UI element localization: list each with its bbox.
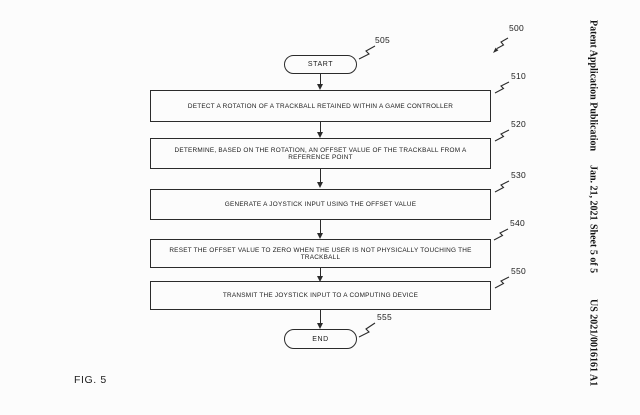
header-doc-number: US 2021/0016161 A1 — [587, 298, 599, 387]
ref-label-555: 555 — [377, 312, 393, 322]
process-step-540: RESET THE OFFSET VALUE TO ZERO WHEN THE … — [150, 239, 491, 268]
figure-label: FIG. 5 — [74, 374, 107, 386]
ref-connector-510-icon — [494, 81, 510, 94]
ref-connector-550-icon — [494, 276, 510, 289]
ref-arrow-500-icon — [493, 37, 509, 53]
step-text: GENERATE A JOYSTICK INPUT USING THE OFFS… — [224, 201, 417, 208]
flow-arrow-line — [320, 310, 321, 323]
header-date: Jan. 21, 2021 — [587, 165, 599, 221]
flow-arrowhead-icon — [317, 182, 323, 188]
process-step-520: DETERMINE, BASED ON THE ROTATION, AN OFF… — [150, 138, 491, 169]
ref-label-510: 510 — [511, 71, 527, 81]
start-node: START — [284, 55, 357, 74]
start-label: START — [307, 61, 334, 68]
publication-header: Patent Application Publication Jan. 21, … — [584, 20, 602, 408]
header-sheet: Sheet 5 of 5 — [587, 223, 599, 273]
ref-connector-530-icon — [494, 180, 510, 193]
ref-connector-520-icon — [494, 129, 510, 142]
process-step-510: DETECT A ROTATION OF A TRACKBALL RETAINE… — [150, 90, 491, 122]
flow-arrow-line — [320, 122, 321, 132]
flow-arrowhead-icon — [317, 323, 323, 329]
flow-arrowhead-icon — [317, 84, 323, 90]
step-text: RESET THE OFFSET VALUE TO ZERO WHEN THE … — [169, 246, 472, 261]
process-step-550: TRANSMIT THE JOYSTICK INPUT TO A COMPUTI… — [150, 281, 491, 310]
flow-arrow-line — [320, 169, 321, 182]
ref-connector-555-icon — [358, 322, 376, 338]
flow-arrowhead-icon — [317, 233, 323, 239]
header-publication: Patent Application Publication — [587, 20, 599, 152]
ref-connector-505-icon — [358, 45, 376, 60]
flow-arrow-line — [320, 74, 321, 84]
ref-label-530: 530 — [511, 170, 527, 180]
end-label: END — [312, 335, 329, 343]
ref-label-550: 550 — [511, 266, 527, 276]
end-node: END — [284, 329, 357, 349]
flow-arrow-line — [320, 220, 321, 233]
flow-arrow-line — [320, 268, 321, 276]
ref-connector-540-icon — [493, 228, 509, 241]
process-step-530: GENERATE A JOYSTICK INPUT USING THE OFFS… — [150, 189, 491, 220]
flow-arrowhead-icon — [317, 276, 323, 282]
ref-label-500: 500 — [509, 23, 525, 33]
step-text: DETERMINE, BASED ON THE ROTATION, AN OFF… — [174, 146, 467, 161]
ref-label-505: 505 — [375, 35, 391, 45]
step-text: TRANSMIT THE JOYSTICK INPUT TO A COMPUTI… — [222, 292, 419, 299]
flow-arrowhead-icon — [317, 132, 323, 138]
ref-label-520: 520 — [511, 119, 527, 129]
step-text: DETECT A ROTATION OF A TRACKBALL RETAINE… — [187, 102, 454, 110]
ref-label-540: 540 — [510, 218, 526, 228]
